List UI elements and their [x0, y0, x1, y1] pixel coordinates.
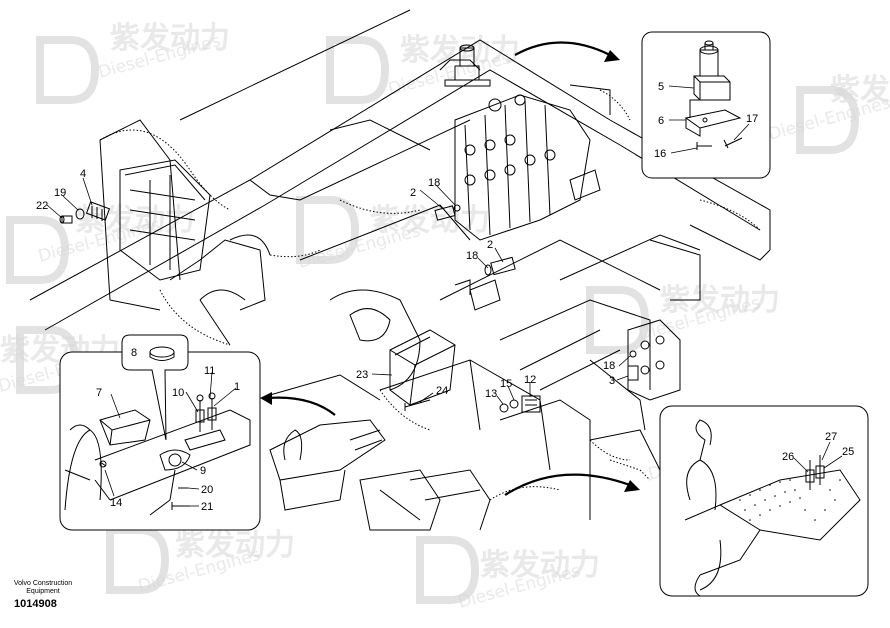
brand-label: Volvo Construction Equipment — [8, 580, 78, 596]
ecu-module-left — [119, 159, 211, 281]
watermark-cn: 紫发动力 — [175, 528, 295, 563]
watermark-cn: 紫发动力 — [830, 73, 890, 108]
callout-11: 11 — [204, 365, 215, 377]
callout-9: 9 — [200, 465, 206, 477]
dotted-details — [99, 89, 761, 501]
solenoid-valve-main — [444, 44, 491, 87]
callout-26: 26 — [782, 451, 794, 463]
arrow-to-valve-inset — [514, 41, 611, 56]
part-19 — [75, 208, 85, 220]
ecu-23 — [389, 329, 456, 406]
part-15 — [509, 399, 519, 409]
part-13 — [499, 403, 509, 413]
callout-18: 18 — [603, 360, 615, 372]
callout-13: 13 — [485, 388, 497, 400]
bolt-24 — [404, 399, 431, 411]
inset-valve-drawing — [684, 40, 743, 150]
watermark-en: Diesel-Engines — [296, 221, 423, 273]
callout-3: 3 — [609, 375, 615, 387]
callout-27: 27 — [825, 431, 837, 443]
callout-22: 22 — [36, 200, 48, 212]
callouts-inset-left: 8 7 10 11 1 9 14 20 21 — [96, 347, 240, 513]
inset-part8-bubble — [121, 334, 189, 441]
callout-15: 15 — [500, 378, 512, 390]
connector-4 — [85, 201, 111, 221]
switch-12 — [521, 395, 541, 413]
callout-23: 23 — [356, 369, 368, 381]
callouts-main: 2 18 2 18 4 19 22 23 24 13 15 12 18 3 — [36, 168, 615, 400]
inset-right-texture — [739, 479, 841, 521]
callout-21: 21 — [201, 501, 213, 513]
arrow-heads — [260, 50, 640, 492]
callout-4: 4 — [80, 168, 86, 180]
drawing-number: 1014908 — [14, 598, 57, 610]
inset-left-drawing — [64, 392, 251, 516]
brand-line-1: Volvo Construction — [13, 580, 73, 587]
inset-valve-panel — [641, 31, 771, 179]
cab-console-center — [269, 419, 491, 531]
brand-line-2: Equipment — [26, 588, 60, 595]
callout-20: 20 — [201, 484, 213, 496]
arrow-to-left-inset — [267, 396, 336, 416]
leader-lines — [46, 85, 843, 507]
arrow-head-valve — [604, 50, 620, 62]
callout-18: 18 — [466, 250, 478, 262]
arrow-head-left — [260, 392, 272, 405]
inset-right-panel — [659, 405, 869, 597]
callout-17: 17 — [746, 113, 758, 125]
pressure-sensor-lower — [484, 256, 516, 276]
callout-7: 7 — [96, 387, 102, 399]
callout-5: 5 — [658, 81, 664, 93]
callout-24: 24 — [436, 385, 448, 397]
arrow-head-right — [624, 480, 640, 492]
inset-right-drawing — [684, 419, 861, 597]
callouts-inset-right: 27 26 25 — [782, 431, 854, 463]
callout-1: 1 — [234, 381, 240, 393]
pointer-arrows — [267, 41, 631, 496]
control-valve-block — [454, 94, 601, 241]
callout-12: 12 — [524, 374, 536, 386]
callout-2: 2 — [410, 187, 416, 199]
callout-2: 2 — [487, 239, 493, 251]
watermark-en: Diesel-Engines — [766, 93, 890, 145]
callout-16: 16 — [654, 148, 666, 160]
callout-6: 6 — [658, 115, 664, 127]
watermark-cn: 紫发动力 — [480, 548, 600, 583]
callouts-inset-valve: 5 6 17 16 — [654, 81, 758, 160]
chassis-frame — [29, 9, 771, 520]
bracket-part-lower-center — [454, 279, 501, 311]
part-22 — [59, 215, 73, 224]
callout-25: 25 — [842, 446, 854, 458]
watermark-cn: 紫发动力 — [110, 21, 230, 56]
callout-19: 19 — [54, 187, 66, 199]
pressure-sensor-right — [627, 319, 681, 401]
callout-8: 8 — [131, 347, 137, 359]
callout-10: 10 — [172, 387, 184, 399]
arrow-to-right-inset — [504, 473, 631, 496]
callout-18: 18 — [428, 177, 440, 189]
pressure-sensor-upper — [434, 204, 461, 221]
callout-14: 14 — [110, 497, 122, 509]
